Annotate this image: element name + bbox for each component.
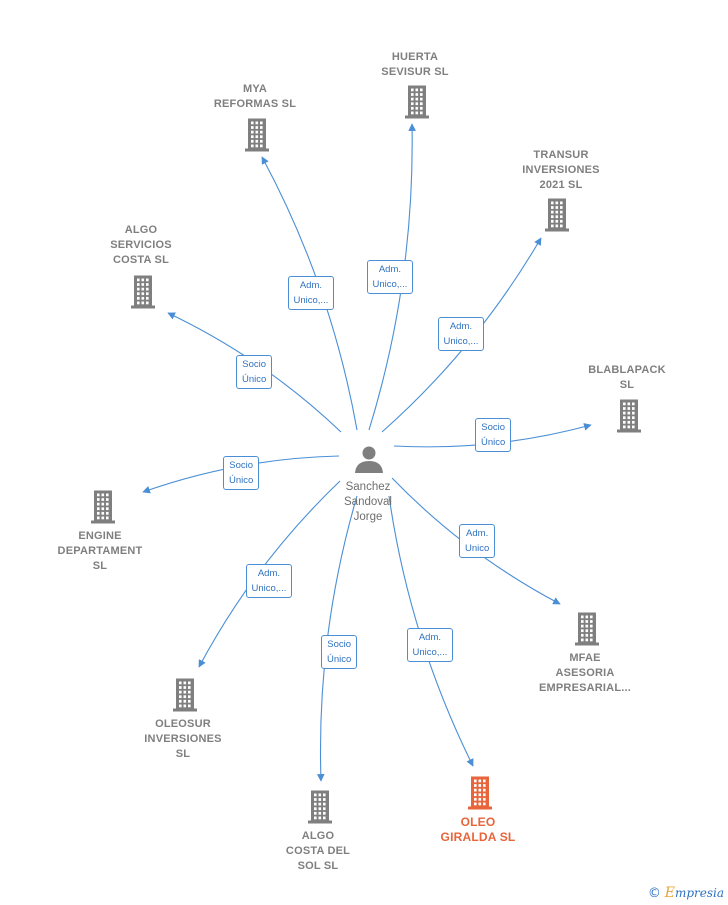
- company-label-huerta[interactable]: HUERTA SEVISUR SL: [381, 51, 449, 78]
- company-label-blablapack[interactable]: BLABLAPACK SL: [588, 364, 666, 391]
- company-label-algo-servicios[interactable]: ALGO SERVICIOS COSTA SL: [110, 224, 172, 266]
- company-label-algo-costa[interactable]: ALGO COSTA DEL SOL SL: [285, 830, 351, 872]
- relation-label-engine[interactable]: Socio Único: [223, 456, 260, 490]
- relation-label-oleo-giralda[interactable]: Adm. Unico,...: [406, 628, 454, 662]
- building-icon[interactable]: [468, 776, 492, 810]
- person-icon[interactable]: [355, 446, 383, 474]
- relation-label-algo-servicios[interactable]: Socio Único: [236, 355, 273, 389]
- relation-label-blablapack[interactable]: Socio Único: [475, 418, 512, 452]
- company-label-mfae[interactable]: MFAE ASESORIA EMPRESARIAL...: [538, 652, 632, 694]
- company-label-transur[interactable]: TRANSUR INVERSIONES 2021 SL: [522, 149, 600, 191]
- relation-label-mya[interactable]: Adm. Unico,...: [287, 276, 335, 310]
- building-icon[interactable]: [308, 790, 332, 824]
- building-icon[interactable]: [245, 118, 269, 152]
- building-icon[interactable]: [545, 198, 569, 232]
- company-label-engine[interactable]: ENGINE DEPARTAMENT SL: [57, 530, 143, 572]
- building-icon[interactable]: [131, 275, 155, 309]
- copyright-icon: ©: [647, 886, 661, 901]
- building-icon[interactable]: [91, 490, 115, 524]
- brand-logo: © Empresia: [647, 885, 724, 901]
- relation-label-oleosur[interactable]: Adm. Unico,...: [245, 564, 293, 598]
- person-name[interactable]: Sanchez Sandoval Jorge: [344, 481, 392, 523]
- building-icon[interactable]: [575, 612, 599, 646]
- relation-label-mfae[interactable]: Adm. Unico: [459, 524, 496, 558]
- relation-label-huerta[interactable]: Adm. Unico,...: [366, 260, 414, 294]
- building-icon[interactable]: [405, 85, 429, 119]
- building-icon[interactable]: [617, 399, 641, 433]
- relation-label-transur[interactable]: Adm. Unico,...: [437, 317, 485, 351]
- company-label-oleo-giralda[interactable]: OLEO GIRALDA SL: [440, 815, 516, 844]
- company-label-oleosur[interactable]: OLEOSUR INVERSIONES SL: [144, 718, 222, 760]
- building-icon[interactable]: [173, 678, 197, 712]
- company-label-mya[interactable]: MYA REFORMAS SL: [213, 83, 297, 110]
- relation-label-algo-costa[interactable]: Socio Único: [321, 635, 358, 669]
